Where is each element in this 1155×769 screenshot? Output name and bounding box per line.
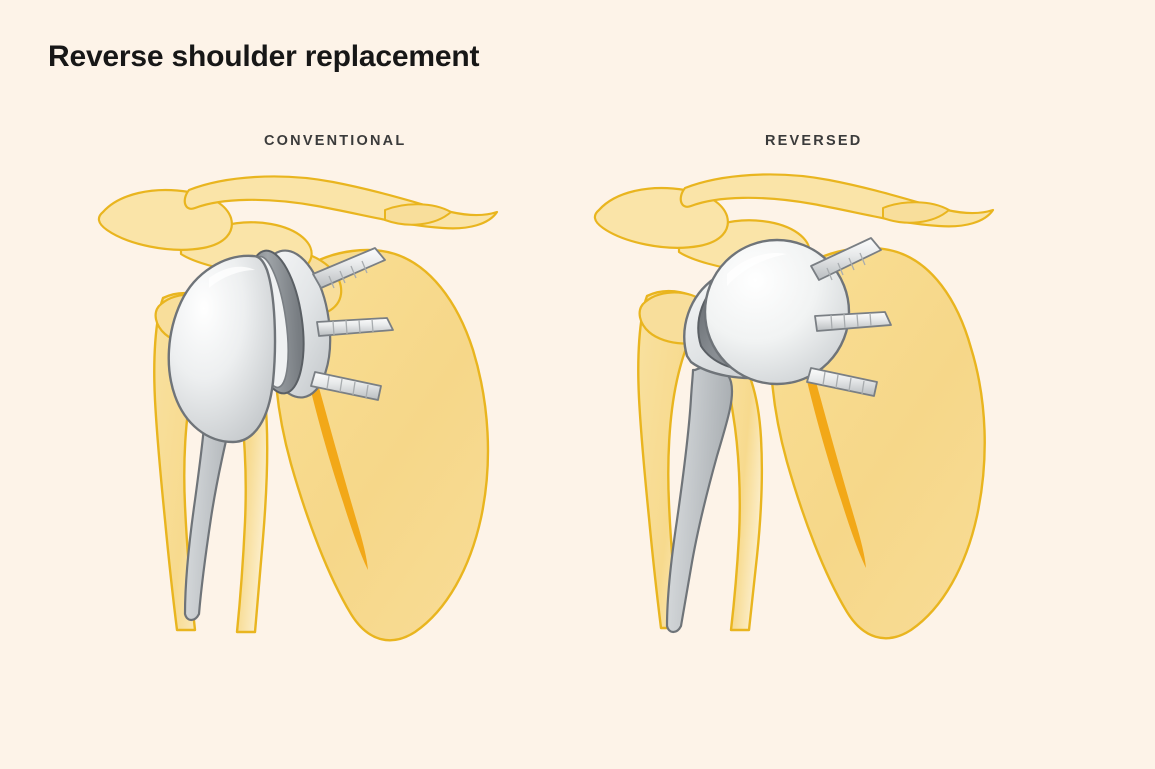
scapula-spine-accent [795,288,866,568]
fixation-screw-group [310,247,394,401]
fixation-screw [806,367,878,397]
scapula-superior-ridge [882,201,950,224]
scapula-spine-accent [297,290,368,570]
panel-label-reversed: REVERSED [765,133,863,149]
fixation-screw [814,311,892,332]
scapula-superior-ridge [384,203,452,226]
fixation-screw [312,247,386,289]
fixation-screw [316,317,394,337]
humeral-head-ball [167,254,277,444]
fixation-screw [310,371,382,401]
panel-label-conventional: CONVENTIONAL [264,133,407,149]
fixation-screw-group [806,237,892,397]
humeral-stem [665,365,734,634]
diagram-conventional-shoulder [85,170,605,660]
glenosphere-ball [703,238,851,386]
watermark [406,682,751,742]
diagram-reversed-shoulder [575,170,1095,660]
page-title: Reverse shoulder replacement [48,40,480,73]
fixation-screw [810,237,882,281]
